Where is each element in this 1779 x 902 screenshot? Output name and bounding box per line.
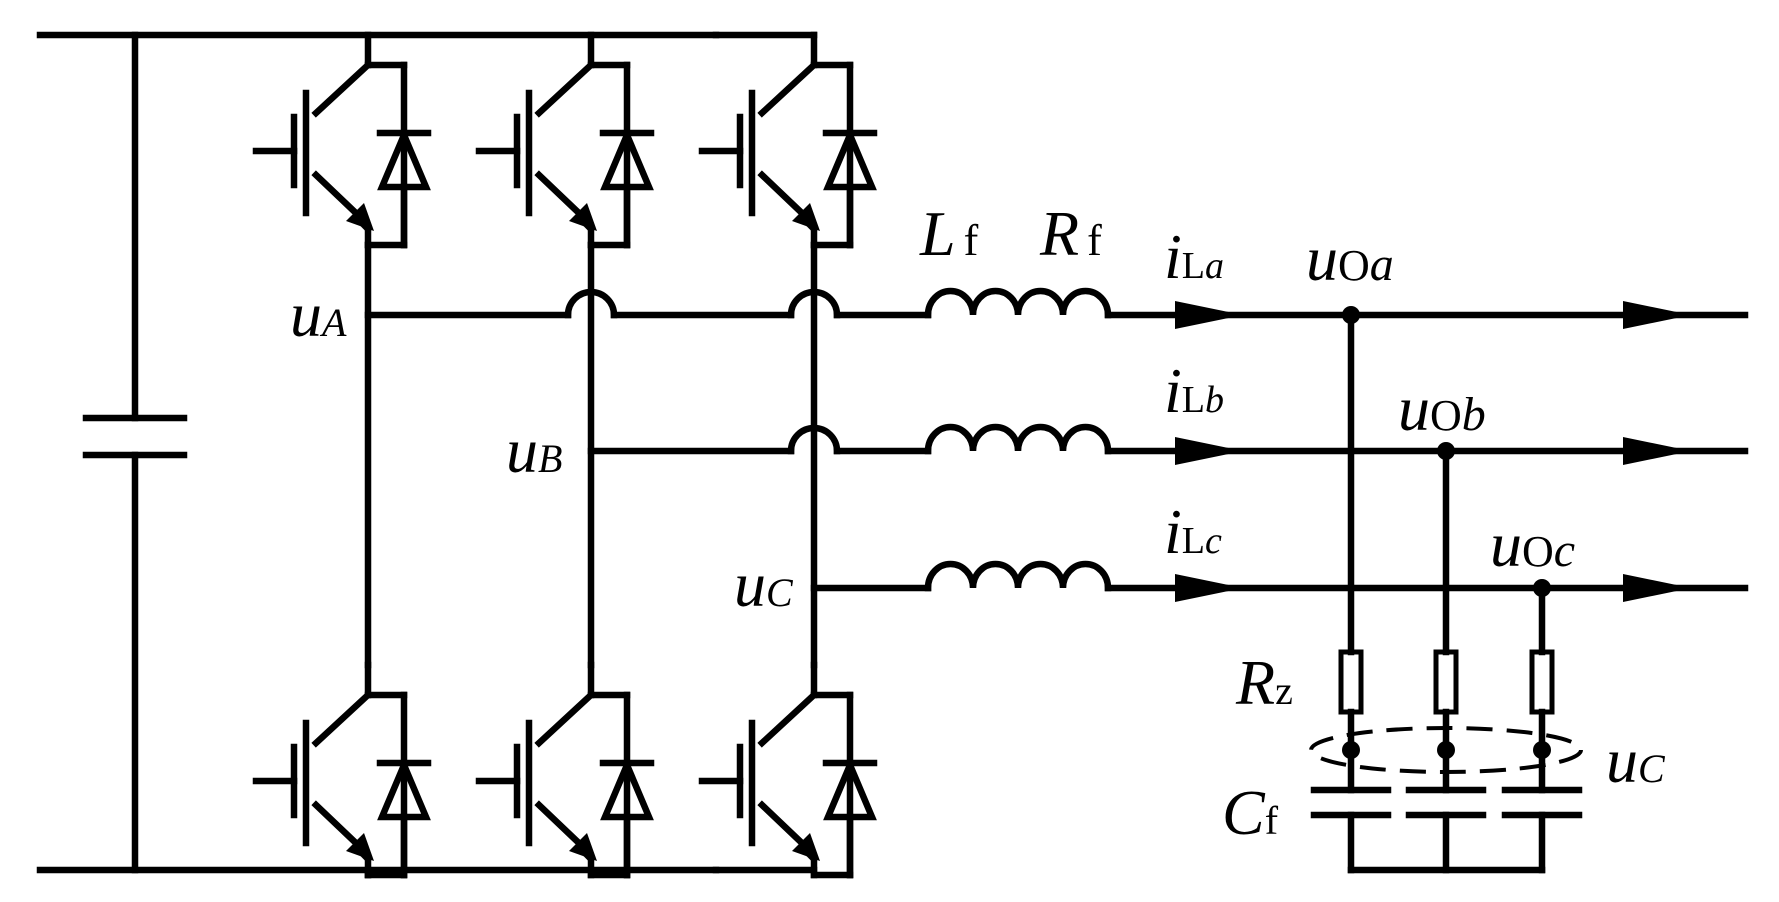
lower-switch-c [702,665,874,875]
inductor-b [928,427,1108,451]
upper-switch-c [702,35,874,245]
phase-a-line [364,291,1749,329]
label-uc: uC [1606,725,1666,796]
filter-branch-c [1501,579,1583,874]
inductor-a [928,291,1108,315]
output-arrow-c [1623,574,1691,602]
phase-c-line [810,564,1749,602]
phase-b-line [587,427,1749,465]
label-Cf: Cf [1222,777,1279,848]
output-arrow-b [1623,437,1691,465]
damping-resistor-a [1338,649,1364,715]
label-uOa: uOa [1306,223,1394,294]
label-uA: uA [290,279,347,350]
lower-switch-a [256,665,428,875]
label-uOc: uOc [1490,509,1575,580]
label-uC: uC [734,549,794,620]
bridge-leg-b [479,35,651,875]
damping-resistor-b [1433,649,1459,715]
label-uB: uB [506,415,562,486]
bridge-leg-a [256,35,428,879]
bridge-leg-c [702,35,874,875]
filter-branch-a [1310,306,1392,874]
lower-switch-b [479,665,651,875]
inductor-c [928,564,1108,588]
label-iLa: iLa [1164,221,1224,292]
upper-switch-a [256,35,428,245]
current-arrow-a [1175,301,1243,329]
dc-link-capacitor [82,31,188,874]
output-arrow-a [1623,301,1691,329]
label-uOb: uOb [1398,373,1486,444]
dc-bus [36,31,720,874]
label-iLc: iLc [1164,496,1222,567]
label-iLb: iLb [1164,355,1224,426]
current-arrow-c [1175,574,1243,602]
current-arrow-b [1175,437,1243,465]
damping-resistor-c [1529,649,1555,715]
upper-switch-b [479,35,651,245]
capacitor-voltage-loop [1309,726,1583,774]
filter-branch-b [1405,442,1487,874]
label-Rz: Rz [1235,647,1293,718]
